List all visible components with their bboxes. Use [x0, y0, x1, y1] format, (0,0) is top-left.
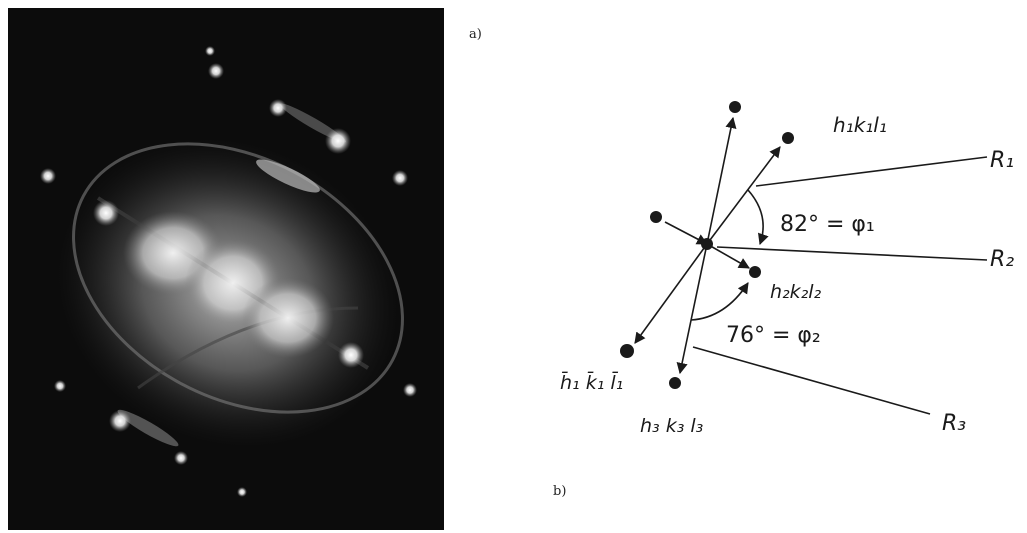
spot-left: [650, 211, 662, 223]
diffraction-spot: [269, 99, 287, 117]
diffraction-spot: [237, 487, 247, 497]
panel-a-label: a): [469, 27, 482, 42]
line-R1: [755, 156, 988, 187]
label-R3: R₃: [942, 411, 966, 436]
diffraction-spot: [109, 410, 131, 432]
vector-left: [664, 221, 708, 245]
diffraction-spot: [208, 63, 224, 79]
vector-up: [706, 116, 737, 245]
label-h1k1l1: h₁k₁l₁: [833, 113, 887, 137]
diffraction-spot: [403, 383, 417, 397]
vector-h1k1l1: [706, 146, 781, 245]
diffraction-spot: [174, 451, 188, 465]
diffraction-spot: [93, 200, 119, 226]
vector-h3k3l3: [676, 243, 708, 375]
label-neg-h1k1l1: h̄₁ k̄₁ l̄₁: [560, 370, 623, 394]
indexing-diagram: h₁k₁l₁ R₁ 82° = φ₁ R₂ h₂k₂l₂ 76° = φ₂ h̄…: [560, 101, 1014, 437]
label-h2k2l2: h₂k₂l₂: [770, 281, 822, 303]
diffraction-spot: [392, 170, 408, 186]
spot-h1k1l1: [782, 132, 794, 144]
label-h3k3l3: h₃ k₃ l₃: [640, 415, 703, 437]
diffraction-spot: [54, 380, 66, 392]
line-R3: [692, 346, 931, 415]
origin-spot: [701, 238, 713, 250]
streak: [117, 409, 179, 447]
diffraction-spot: [338, 342, 364, 368]
spot-top: [729, 101, 741, 113]
vector-neg-h1k1l1: [634, 243, 708, 344]
spot-h2k2l2: [749, 266, 761, 278]
label-phi2: 76° = φ₂: [726, 323, 821, 348]
diffraction-spot: [205, 46, 215, 56]
angle-arc-phi2: [690, 282, 749, 321]
label-R1: R₁: [990, 148, 1014, 173]
central-blob: [242, 278, 334, 358]
diffraction-photo: [8, 8, 444, 530]
label-R2: R₂: [990, 247, 1014, 272]
diffraction-spot: [325, 128, 351, 154]
angle-arc-phi1: [747, 189, 769, 246]
label-phi1: 82° = φ₁: [780, 212, 875, 237]
spot-neg-h1k1l1: [620, 344, 634, 358]
spot-h3k3l3: [669, 377, 681, 389]
vector-h2k2l2: [706, 243, 750, 269]
streak: [256, 159, 320, 193]
line-R2: [716, 246, 988, 261]
panel-b-label: b): [553, 484, 567, 499]
diffraction-spot: [40, 168, 56, 184]
